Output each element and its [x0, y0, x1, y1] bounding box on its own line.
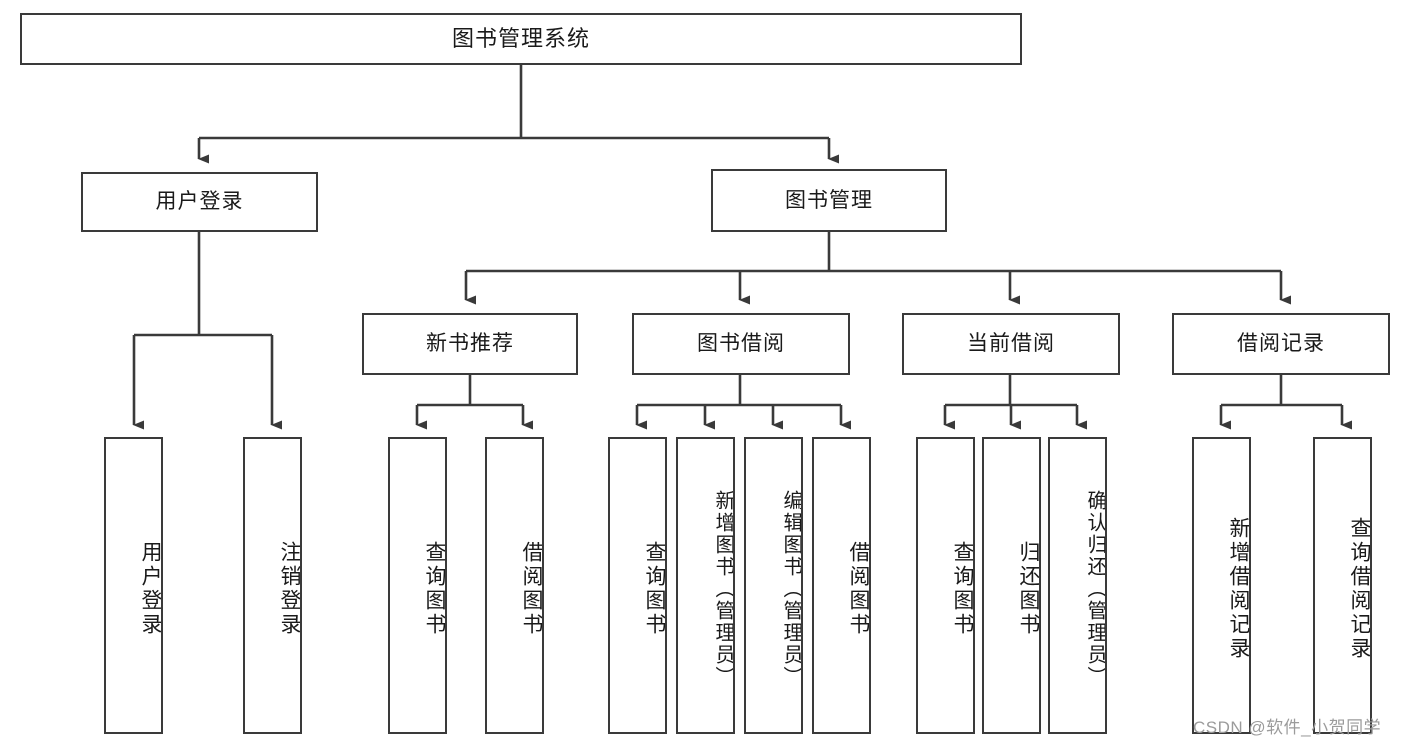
leaf-return-book[interactable]: 归还图书 — [982, 437, 1041, 734]
leaf-confirm-return-admin[interactable]: 确认归还（管理员） — [1048, 437, 1107, 734]
leaf-query-book-borrow[interactable]: 查询图书 — [608, 437, 667, 734]
node-user-login[interactable]: 用户登录 — [81, 172, 318, 232]
node-borrow-record[interactable]: 借阅记录 — [1172, 313, 1390, 375]
leaf-add-book-admin[interactable]: 新增图书（管理员） — [676, 437, 735, 734]
leaf-query-book-current[interactable]: 查询图书 — [916, 437, 975, 734]
node-current-borrow[interactable]: 当前借阅 — [902, 313, 1120, 375]
leaf-user-login[interactable]: 用户登录 — [104, 437, 163, 734]
node-book-borrow[interactable]: 图书借阅 — [632, 313, 850, 375]
node-root-book-management-system[interactable]: 图书管理系统 — [20, 13, 1022, 65]
node-new-book-recommend[interactable]: 新书推荐 — [362, 313, 578, 375]
leaf-logout[interactable]: 注销登录 — [243, 437, 302, 734]
leaf-borrow-book-recommend[interactable]: 借阅图书 — [485, 437, 544, 734]
leaf-borrow-book[interactable]: 借阅图书 — [812, 437, 871, 734]
leaf-query-borrow-record[interactable]: 查询借阅记录 — [1313, 437, 1372, 734]
node-book-management[interactable]: 图书管理 — [711, 169, 947, 232]
csdn-watermark: CSDN @软件_小贺同学 — [1193, 718, 1382, 737]
leaf-query-book-recommend[interactable]: 查询图书 — [388, 437, 447, 734]
leaf-edit-book-admin[interactable]: 编辑图书（管理员） — [744, 437, 803, 734]
leaf-add-borrow-record[interactable]: 新增借阅记录 — [1192, 437, 1251, 734]
